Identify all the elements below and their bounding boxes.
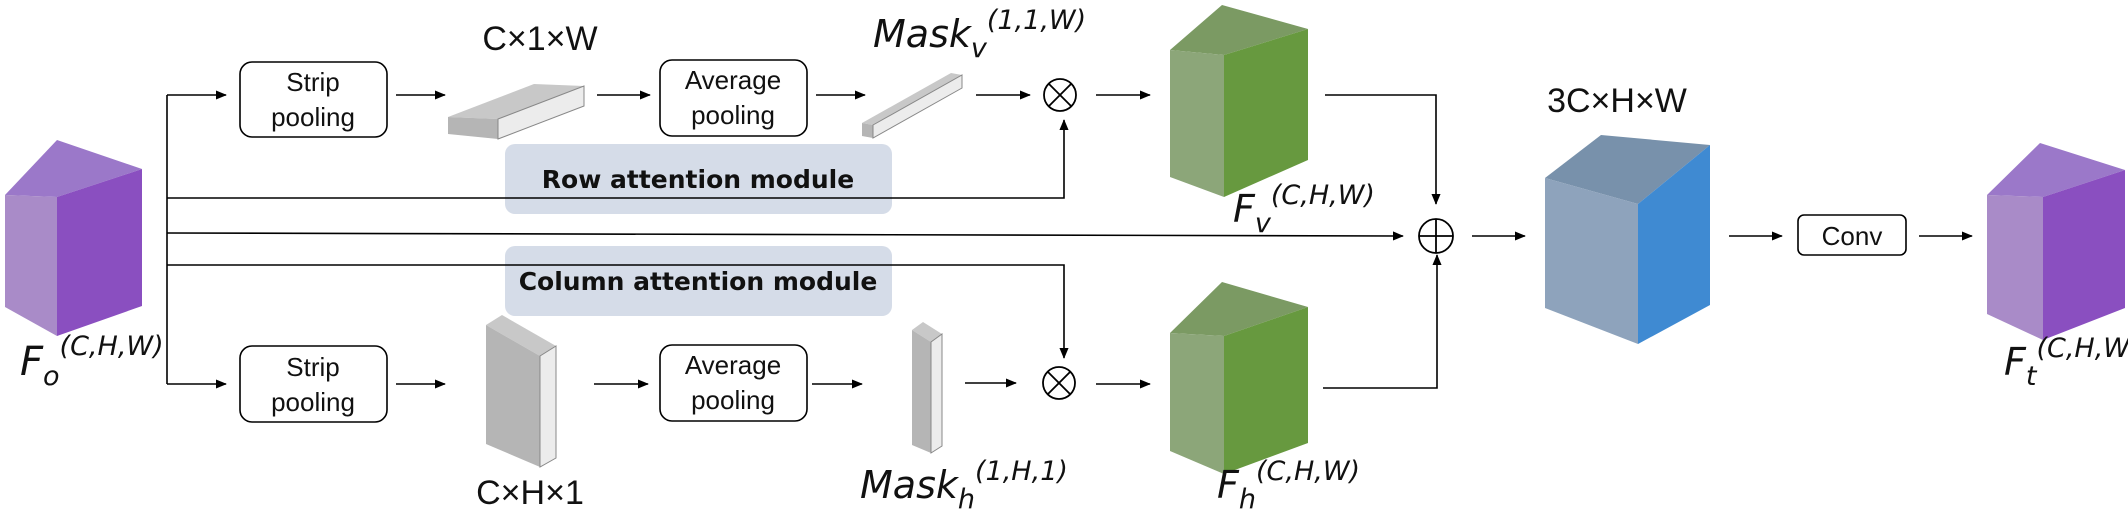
column-output-label: Fh(C,H,W) bbox=[1217, 456, 1360, 515]
concat-shape-label: 3C×H×W bbox=[1547, 82, 1687, 120]
row-mask-bar bbox=[862, 73, 963, 139]
column-multiply-operator bbox=[1042, 366, 1076, 400]
row-mask-label: Maskv(1,1,W) bbox=[873, 5, 1086, 64]
add-operator bbox=[1418, 218, 1454, 254]
row-attention-module-label: Row attention module bbox=[542, 165, 854, 194]
column-average-pooling-label-line2: pooling bbox=[691, 385, 775, 415]
final-output-label: Ft(C,H,W) bbox=[2004, 333, 2128, 392]
row-output-cube bbox=[1170, 5, 1308, 197]
column-average-pooling-label-line1: Average bbox=[685, 350, 781, 380]
row-average-pooling-label-line1: Average bbox=[685, 65, 781, 95]
row-average-pooling-box bbox=[659, 59, 808, 137]
column-strip-pooling-label-line2: pooling bbox=[271, 387, 355, 417]
column-strip-feature-bar bbox=[486, 315, 557, 468]
final-output-cube bbox=[1987, 143, 2125, 340]
conv-label: Conv bbox=[1822, 221, 1883, 251]
column-strip-shape-label: C×H×1 bbox=[476, 474, 584, 512]
concat-cube bbox=[1545, 135, 1710, 344]
row-strip-shape-label: C×1×W bbox=[482, 20, 597, 58]
column-strip-pooling-label-line1: Strip bbox=[286, 352, 339, 382]
row-strip-pooling-box bbox=[239, 61, 388, 138]
row-attention-module-bg bbox=[505, 144, 892, 214]
row-strip-pooling-label-line2: pooling bbox=[271, 102, 355, 132]
input-cube bbox=[5, 140, 142, 336]
conv-box bbox=[1797, 214, 1907, 256]
column-attention-module-label: Column attention module bbox=[519, 267, 878, 296]
row-strip-pooling-label-line1: Strip bbox=[286, 67, 339, 97]
column-output-cube bbox=[1170, 282, 1308, 474]
column-strip-pooling-box bbox=[239, 345, 388, 423]
row-average-pooling-label-line2: pooling bbox=[691, 100, 775, 130]
column-mask-label: Maskh(1,H,1) bbox=[860, 456, 1068, 515]
row-multiply-operator bbox=[1043, 78, 1077, 112]
row-strip-feature-bar bbox=[448, 84, 585, 140]
column-mask-bar bbox=[912, 322, 943, 454]
column-average-pooling-box bbox=[659, 344, 808, 422]
column-attention-module-bg bbox=[505, 246, 892, 316]
row-output-label: Fv(C,H,W) bbox=[1233, 180, 1375, 239]
input-feature-label: Fo(C,H,W) bbox=[20, 331, 164, 392]
